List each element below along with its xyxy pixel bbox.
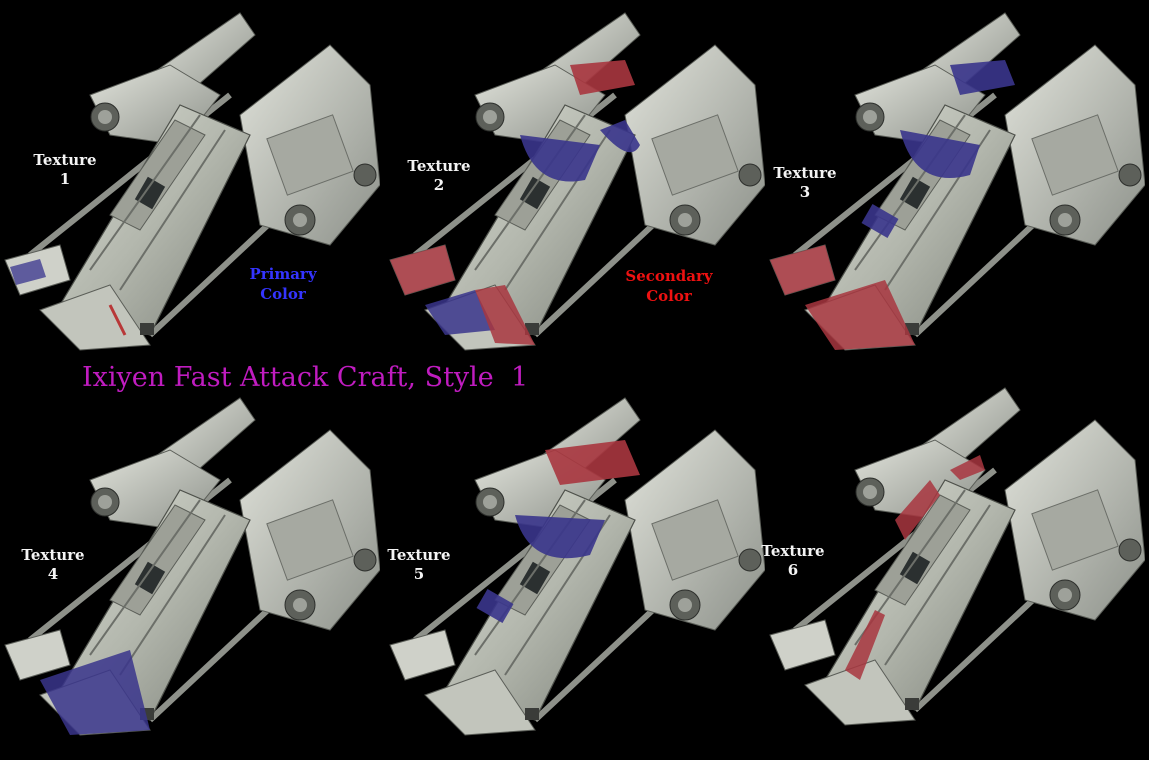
page-title: Ixiyen Fast Attack Craft, Style 1 xyxy=(82,362,529,393)
secondary-color-legend-line2: Color xyxy=(646,287,692,305)
texture-label-word: Texture xyxy=(21,546,85,564)
texture-label-number: 3 xyxy=(799,183,811,201)
ship-render-texture-2 xyxy=(385,5,765,375)
ship-render-texture-1 xyxy=(0,5,380,375)
primary-color-legend-line2: Color xyxy=(260,285,306,303)
texture-label-number: 5 xyxy=(413,565,425,583)
texture-label-6: Texture 6 xyxy=(753,542,833,580)
texture-label-word: Texture xyxy=(773,164,837,182)
texture-label-1: Texture 1 xyxy=(25,151,105,189)
texture-label-word: Texture xyxy=(33,151,97,169)
texture-label-word: Texture xyxy=(761,542,825,560)
texture-label-2: Texture 2 xyxy=(399,157,479,195)
texture-label-4: Texture 4 xyxy=(13,546,93,584)
texture-label-word: Texture xyxy=(407,157,471,175)
texture-label-word: Texture xyxy=(387,546,451,564)
ship-render-texture-3 xyxy=(765,5,1145,375)
primary-color-legend: Primary Color xyxy=(223,264,343,304)
texture-label-3: Texture 3 xyxy=(765,164,845,202)
secondary-color-legend: Secondary Color xyxy=(609,266,729,306)
ship-render-texture-5 xyxy=(385,390,765,760)
primary-color-legend-line1: Primary xyxy=(249,265,317,283)
texture-label-number: 1 xyxy=(59,170,71,188)
texture-label-number: 2 xyxy=(433,176,445,194)
secondary-color-legend-line1: Secondary xyxy=(625,267,713,285)
texture-label-number: 4 xyxy=(47,565,59,583)
texture-label-5: Texture 5 xyxy=(379,546,459,584)
texture-label-number: 6 xyxy=(787,561,799,579)
ship-render-texture-6 xyxy=(765,380,1145,750)
ship-render-texture-4 xyxy=(0,390,380,760)
